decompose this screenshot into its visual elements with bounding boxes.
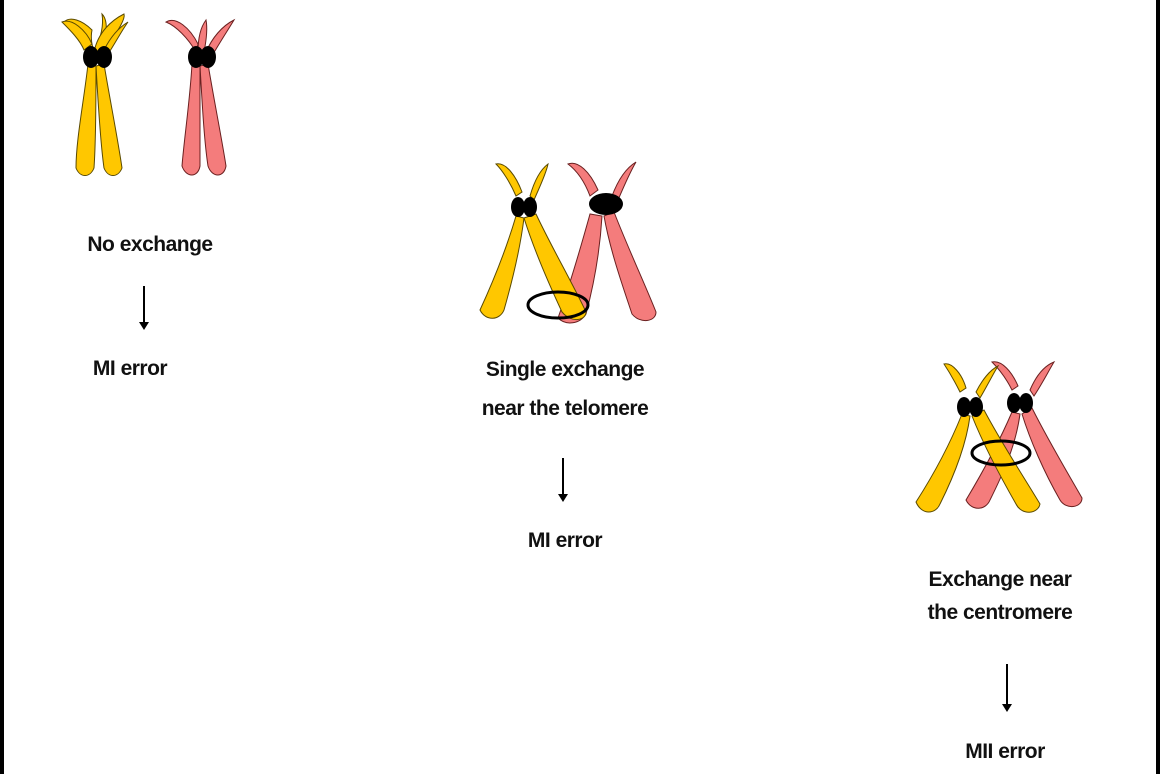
- panel-3-result: MII error: [935, 735, 1075, 768]
- yellow-chromosome: [62, 14, 128, 176]
- panel-2-title-line2: near the telomere: [460, 392, 670, 425]
- pink-chromosome: [166, 20, 234, 175]
- homolog-pair-no-exchange: [62, 14, 234, 176]
- panel-2-title-line1: Single exchange: [460, 353, 670, 386]
- panel-2-arrow: [562, 458, 564, 496]
- panel-1-result: MI error: [60, 352, 200, 385]
- panel-2-result: MI error: [495, 524, 635, 557]
- homolog-pair-centromere-exchange: [916, 362, 1082, 512]
- panel-3-title-line1: Exchange near: [900, 563, 1100, 596]
- panel-3-arrow: [1006, 664, 1008, 706]
- homolog-pair-telomere-exchange: [480, 162, 656, 323]
- panel-1-title: No exchange: [60, 228, 240, 261]
- panel-1-arrow: [143, 286, 145, 324]
- panel-3-title-line2: the centromere: [900, 596, 1100, 629]
